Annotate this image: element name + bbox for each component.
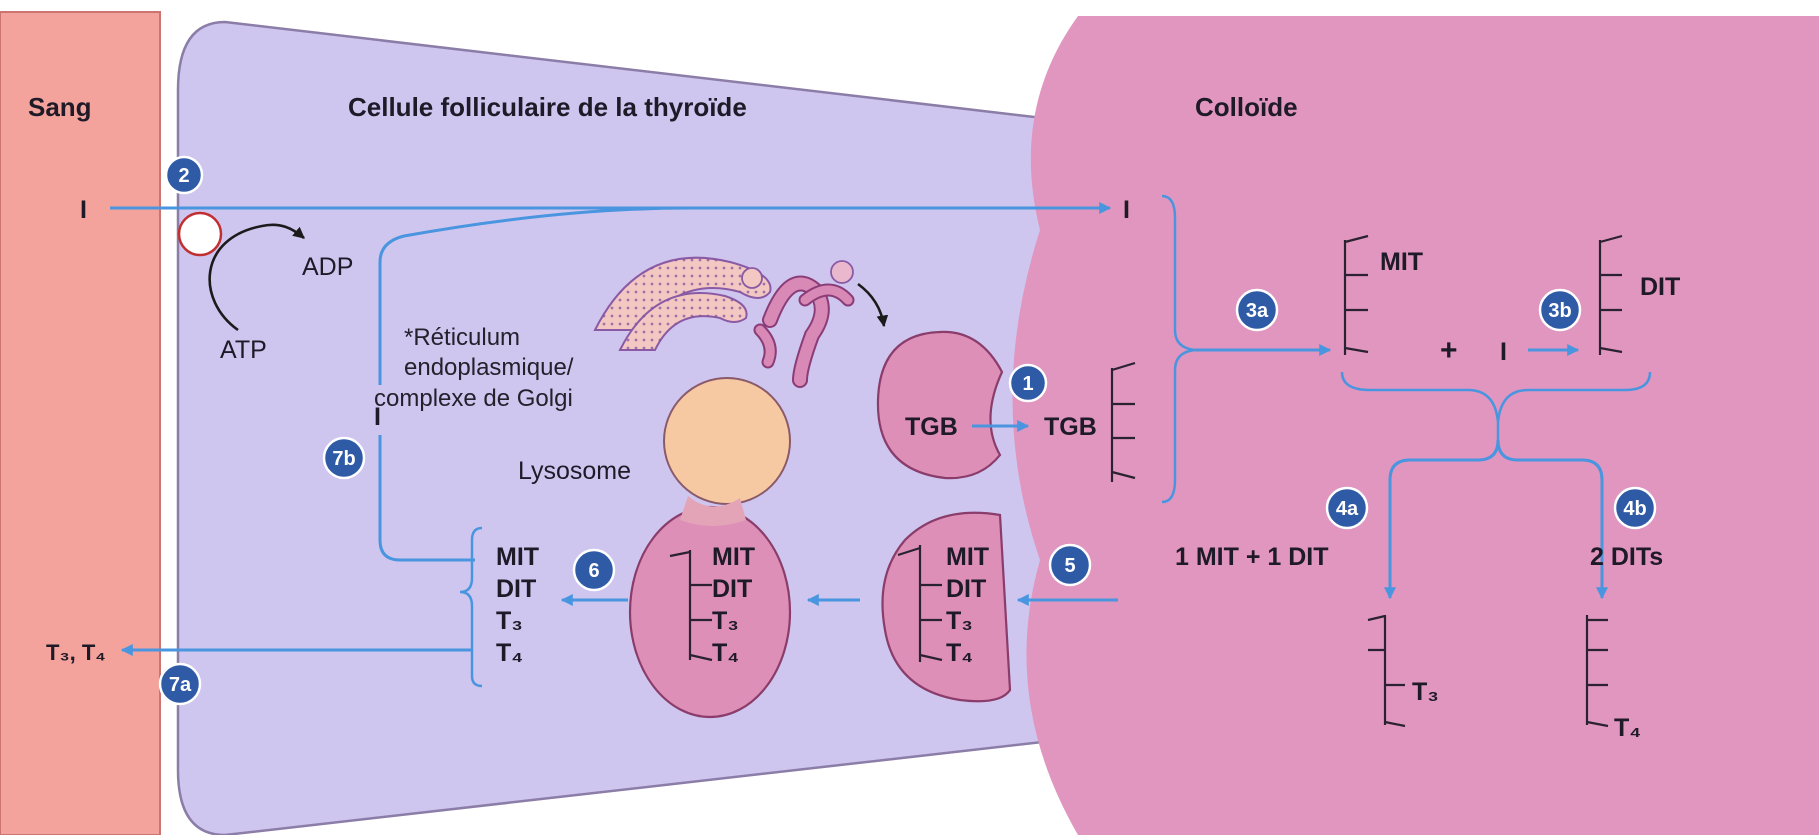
- phagolysosome-mit: MIT: [712, 543, 755, 571]
- released-t4: T₄: [496, 639, 523, 667]
- step-badge-7a: 7a: [160, 664, 200, 704]
- step-badge-1: 1: [1010, 365, 1046, 401]
- tgb-colloid-label: TGB: [1044, 413, 1097, 441]
- colloid-header: Colloïde: [1195, 92, 1298, 122]
- vesicle-mit: MIT: [946, 543, 989, 571]
- iodide-colloid-label: I: [1123, 196, 1130, 224]
- iodide-3b-label: I: [1500, 338, 1507, 366]
- svg-text:4b: 4b: [1623, 498, 1646, 520]
- tgb-secretory-vesicle: [878, 332, 1002, 478]
- tgb-cell-label: TGB: [905, 413, 958, 441]
- phagolysosome: [630, 507, 790, 717]
- svg-text:5: 5: [1064, 555, 1075, 577]
- iodide-blood-label: I: [80, 196, 87, 224]
- cell-header: Cellule folliculaire de la thyroïde: [348, 92, 747, 122]
- step-badge-5: 5: [1050, 545, 1090, 585]
- nis-symporter: [179, 213, 221, 255]
- phagolysosome-t3: T₃: [712, 607, 739, 635]
- blood-region: [0, 12, 160, 835]
- adp-label: ADP: [302, 253, 353, 281]
- step-badge-3b: 3b: [1540, 290, 1580, 330]
- dit-label: DIT: [1640, 273, 1680, 301]
- released-mit: MIT: [496, 543, 539, 571]
- coupling-4a-label: 1 MIT + 1 DIT: [1175, 543, 1329, 571]
- t3-label: T₃: [1412, 678, 1439, 706]
- phagolysosome-dit: DIT: [712, 575, 752, 603]
- svg-text:3b: 3b: [1548, 300, 1571, 322]
- step-badge-3a: 3a: [1237, 290, 1277, 330]
- released-dit: DIT: [496, 575, 536, 603]
- svg-text:7a: 7a: [169, 674, 192, 696]
- svg-text:2: 2: [178, 165, 189, 187]
- plus-sign: +: [1440, 334, 1458, 367]
- released-hormones-label: T₃, T₄: [46, 640, 106, 665]
- lysosome-label: Lysosome: [518, 457, 631, 485]
- vesicle-dit: DIT: [946, 575, 986, 603]
- lysosome: [664, 378, 790, 504]
- step-badge-4b: 4b: [1615, 488, 1655, 528]
- svg-text:1: 1: [1022, 373, 1033, 395]
- vesicle-t3: T₃: [946, 607, 973, 635]
- phagolysosome-t4: T₄: [712, 639, 739, 667]
- step-badge-6: 6: [574, 550, 614, 590]
- svg-text:6: 6: [588, 560, 599, 582]
- atp-label: ATP: [220, 336, 267, 364]
- step-badge-4a: 4a: [1327, 488, 1367, 528]
- colloid-region: [1013, 16, 1819, 835]
- blood-header: Sang: [28, 92, 92, 122]
- er-label-line1: *Réticulum: [404, 324, 520, 351]
- er-label-line3: complexe de Golgi: [374, 385, 573, 412]
- released-t3: T₃: [496, 607, 523, 635]
- step-badge-7b: 7b: [324, 438, 364, 478]
- step-badge-2: 2: [166, 157, 202, 193]
- coupling-4b-label: 2 DITs: [1590, 543, 1663, 571]
- svg-text:4a: 4a: [1336, 498, 1359, 520]
- svg-text:3a: 3a: [1246, 300, 1269, 322]
- mit-label: MIT: [1380, 248, 1423, 276]
- vesicle-t4: T₄: [946, 639, 973, 667]
- er-label-line2: endoplasmique/: [404, 354, 574, 381]
- t4-label: T₄: [1614, 714, 1641, 742]
- svg-text:7b: 7b: [332, 448, 355, 470]
